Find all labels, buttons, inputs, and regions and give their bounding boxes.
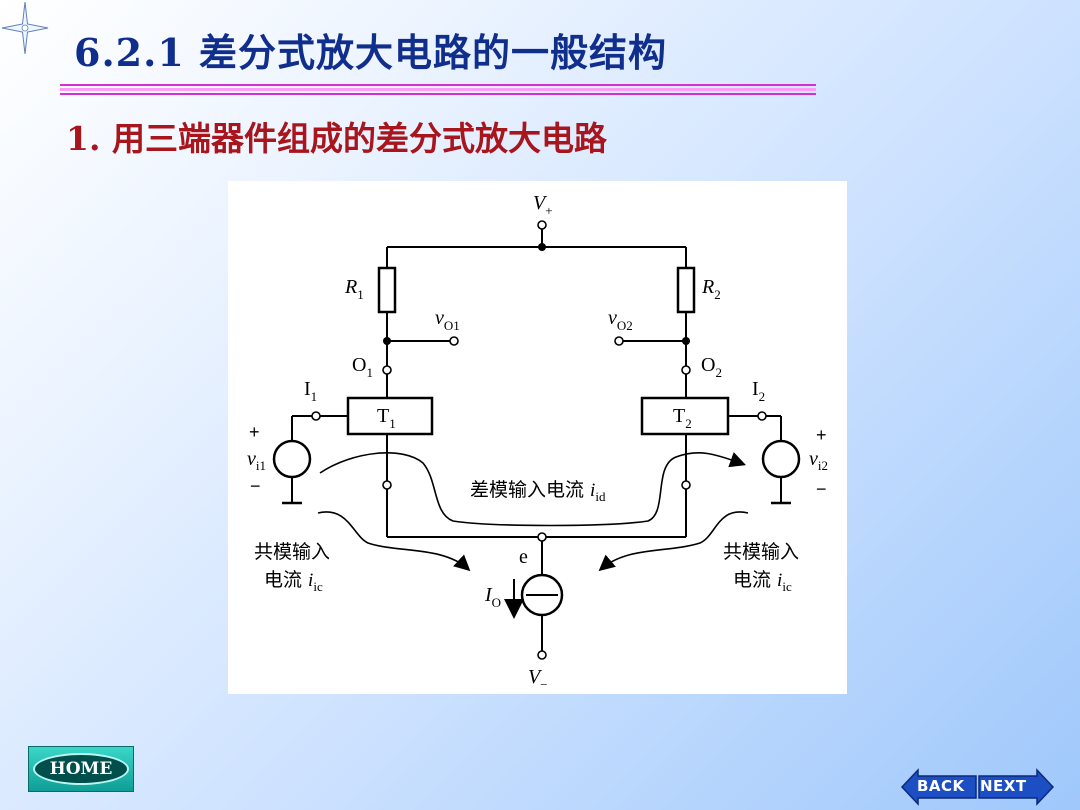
o2-node bbox=[681, 365, 691, 375]
t1-label: T1 bbox=[377, 405, 396, 431]
v-minus-label: V− bbox=[528, 666, 548, 692]
o1-node bbox=[382, 365, 392, 375]
back-button-label: BACK bbox=[917, 777, 965, 795]
differential-current-path bbox=[319, 452, 747, 527]
i1-label: I1 bbox=[304, 378, 317, 404]
home-button-face[interactable]: HOME bbox=[33, 753, 129, 785]
vi1-source bbox=[272, 439, 312, 479]
differential-current-label: 差模输入电流 iid bbox=[470, 479, 606, 504]
r1-label: R1 bbox=[344, 276, 364, 302]
next-button-label: NEXT bbox=[980, 777, 1027, 795]
sparkle-star-icon bbox=[1, 1, 49, 55]
vi2-source bbox=[761, 439, 801, 479]
vi1-label: vi1 bbox=[247, 448, 266, 473]
r2-label: R2 bbox=[701, 276, 721, 302]
o1-label: O1 bbox=[352, 354, 373, 380]
vi2-minus: − bbox=[816, 479, 827, 499]
node-e-label: e bbox=[519, 546, 528, 568]
i2-label: I2 bbox=[752, 378, 765, 404]
title-underline bbox=[60, 84, 816, 96]
v-plus-label: V+ bbox=[533, 192, 553, 218]
common-current-label-right-1: 共模输入 bbox=[723, 541, 799, 563]
slide-navigation: BACK NEXT bbox=[900, 768, 1056, 806]
vo1-terminal bbox=[449, 336, 459, 346]
vi1-minus: − bbox=[250, 476, 261, 496]
next-arrow-icon bbox=[978, 768, 1055, 806]
vi2-plus: + bbox=[816, 425, 827, 445]
common-current-path-right bbox=[598, 511, 749, 572]
next-button[interactable]: NEXT bbox=[977, 768, 1055, 806]
home-button[interactable]: HOME bbox=[28, 746, 134, 792]
common-current-label-left-2: 电流 iic bbox=[264, 569, 323, 594]
home-button-label: HOME bbox=[49, 759, 113, 779]
vo2-label: vO2 bbox=[608, 307, 633, 333]
resistor-r2 bbox=[676, 266, 696, 314]
back-button[interactable]: BACK bbox=[900, 768, 978, 806]
common-current-label-left-1: 共模输入 bbox=[254, 541, 330, 563]
common-current-label-right-2: 电流 iic bbox=[733, 569, 792, 594]
back-arrow-icon bbox=[900, 768, 977, 806]
o2-label: O2 bbox=[701, 354, 722, 380]
vo1-label: vO1 bbox=[435, 307, 460, 333]
common-current-path-left bbox=[317, 511, 471, 572]
t2-label: T2 bbox=[673, 405, 692, 431]
io-label: IO bbox=[484, 584, 501, 610]
v-minus-terminal bbox=[537, 650, 547, 660]
resistor-r1 bbox=[377, 266, 397, 314]
slide-subtitle: 1. 用三端器件组成的差分式放大电路 bbox=[66, 119, 607, 158]
i1-terminal bbox=[311, 411, 321, 421]
slide-title: 6.2.1 差分式放大电路的一般结构 bbox=[74, 30, 668, 75]
vo2-terminal bbox=[614, 336, 624, 346]
i2-terminal bbox=[757, 411, 767, 421]
device-t2 bbox=[640, 396, 730, 436]
circuit-diagram: V+ R1 R2 vO1 O1 vO2 O2 T1 T2 bbox=[228, 181, 847, 694]
vi2-label: vi2 bbox=[809, 448, 828, 473]
vi1-plus: + bbox=[249, 422, 260, 442]
device-t1 bbox=[346, 396, 434, 436]
node-e bbox=[537, 532, 547, 542]
